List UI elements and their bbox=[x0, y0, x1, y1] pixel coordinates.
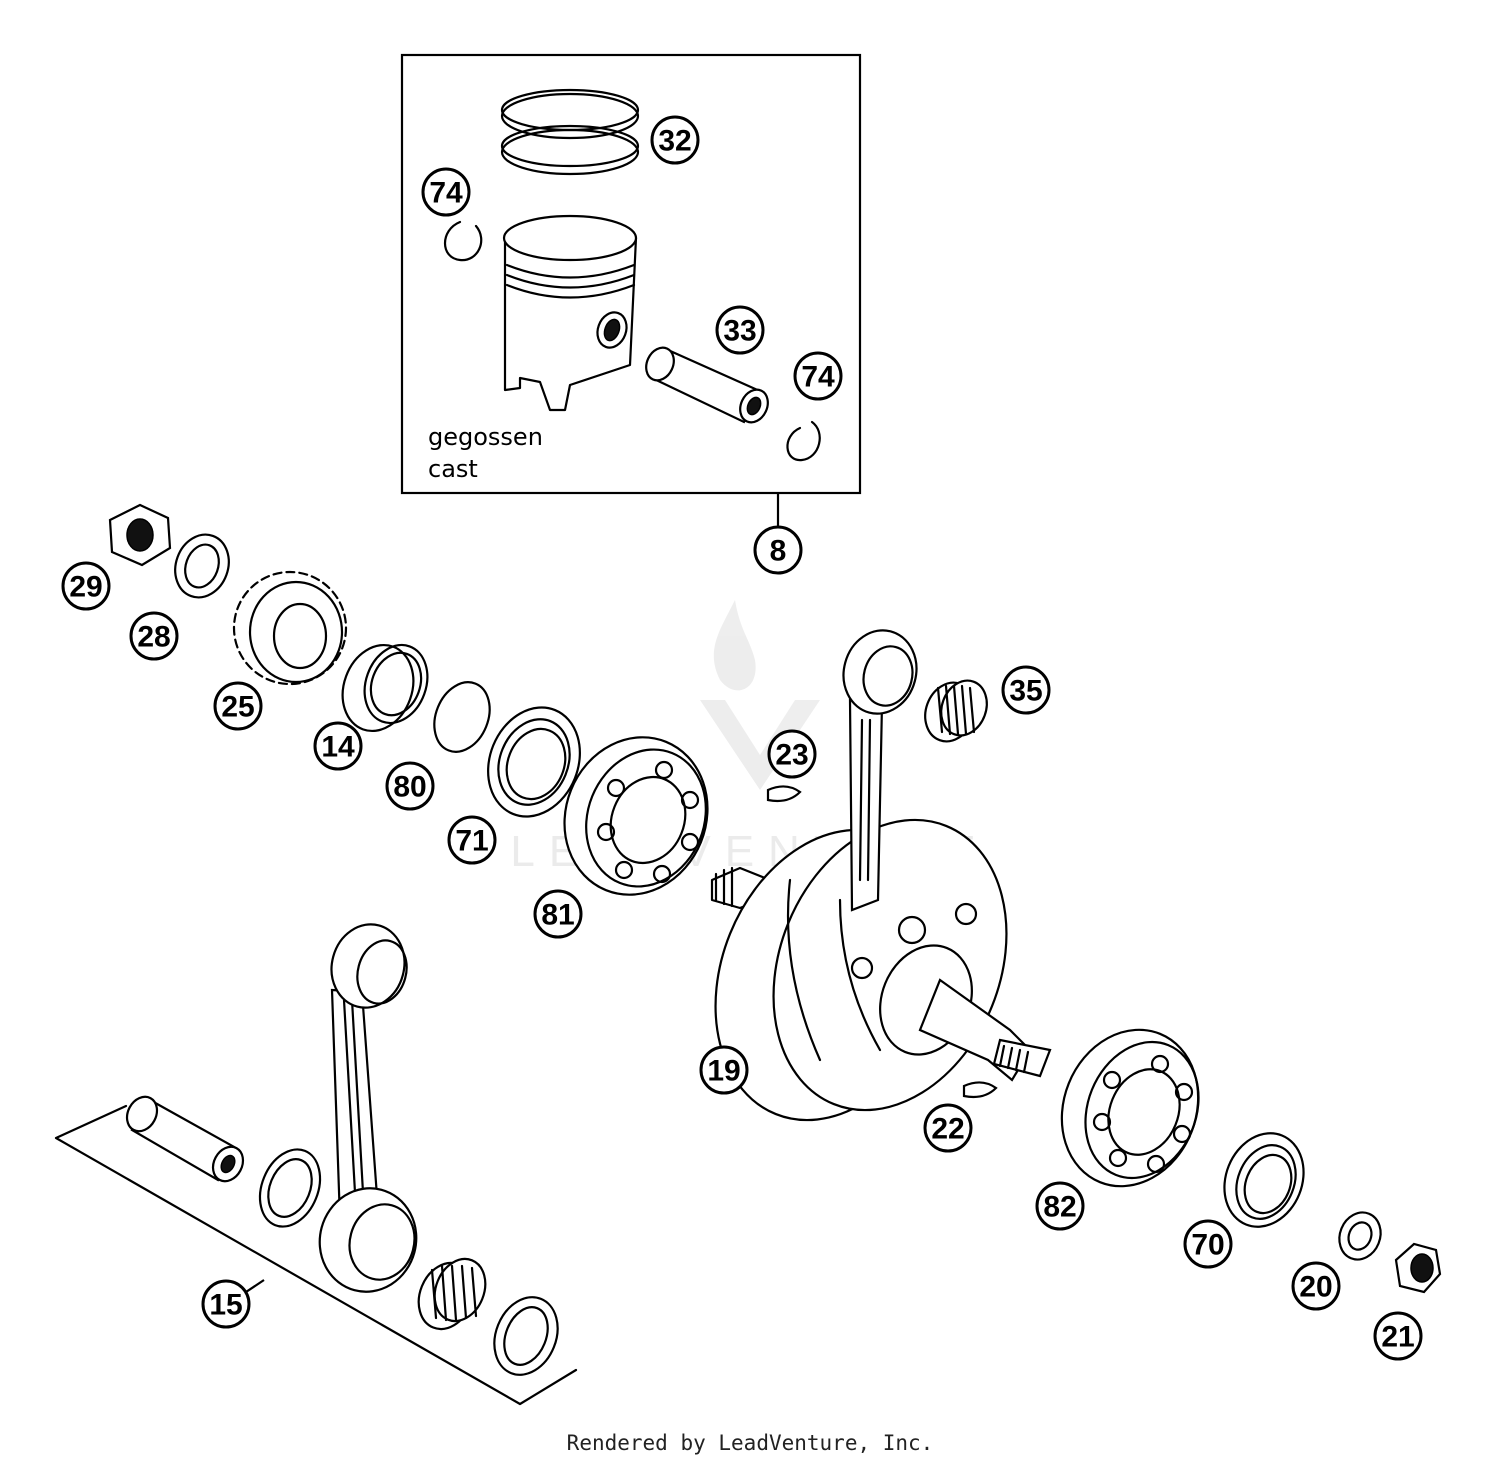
svg-text:14: 14 bbox=[321, 731, 355, 764]
piston-pin bbox=[645, 346, 769, 424]
washer-20 bbox=[1338, 1211, 1382, 1261]
callout-71[interactable]: 71 bbox=[447, 815, 497, 865]
o-ring-80 bbox=[433, 681, 491, 753]
callout-22[interactable]: 22 bbox=[923, 1103, 973, 1153]
piston-kit-box: gegossen cast bbox=[400, 53, 862, 528]
svg-text:33: 33 bbox=[723, 315, 756, 348]
ball-bearing-81 bbox=[563, 736, 709, 896]
svg-text:25: 25 bbox=[221, 691, 254, 724]
callout-14[interactable]: 14 bbox=[313, 721, 363, 771]
callout-80[interactable]: 80 bbox=[385, 761, 435, 811]
svg-text:22: 22 bbox=[931, 1113, 964, 1146]
callout-82[interactable]: 82 bbox=[1035, 1181, 1085, 1231]
svg-text:23: 23 bbox=[775, 739, 808, 772]
thrust-washer-kit-lower bbox=[493, 1296, 559, 1376]
callout-25[interactable]: 25 bbox=[213, 681, 263, 731]
svg-text:81: 81 bbox=[541, 899, 574, 932]
callout-29[interactable]: 29 bbox=[61, 561, 111, 611]
callout-21[interactable]: 21 bbox=[1373, 1311, 1423, 1361]
svg-text:15: 15 bbox=[209, 1289, 242, 1322]
callout-33[interactable]: 33 bbox=[715, 305, 765, 355]
circlip-right bbox=[786, 420, 821, 462]
svg-text:74: 74 bbox=[429, 177, 463, 210]
spacer-14 bbox=[341, 643, 429, 733]
callout-15[interactable]: 15 bbox=[201, 1279, 251, 1329]
crankshaft-19 bbox=[710, 818, 1052, 1122]
needle-bearing-35 bbox=[924, 679, 988, 743]
connecting-rod-on-crank bbox=[842, 629, 918, 912]
callout-70[interactable]: 70 bbox=[1183, 1219, 1233, 1269]
callout-74-right[interactable]: 74 bbox=[793, 351, 843, 401]
callout-81[interactable]: 81 bbox=[533, 889, 583, 939]
callout-23[interactable]: 23 bbox=[767, 729, 817, 779]
svg-text:32: 32 bbox=[658, 125, 691, 158]
nut-21 bbox=[1394, 1242, 1442, 1294]
ball-bearing-82 bbox=[1060, 1028, 1200, 1188]
woodruff-key-22 bbox=[962, 1081, 998, 1099]
callout-35[interactable]: 35 bbox=[1001, 665, 1051, 715]
svg-text:82: 82 bbox=[1043, 1191, 1076, 1224]
svg-text:80: 80 bbox=[393, 771, 426, 804]
connecting-rod-kit bbox=[318, 923, 418, 1293]
callout-32[interactable]: 32 bbox=[650, 115, 700, 165]
piston bbox=[502, 214, 638, 412]
shaft-seal-71 bbox=[487, 706, 581, 818]
svg-text:29: 29 bbox=[69, 571, 102, 604]
lock-washer-28 bbox=[174, 533, 230, 599]
nut-29 bbox=[108, 503, 172, 567]
callout-19[interactable]: 19 bbox=[699, 1045, 749, 1095]
piston-pin-kit bbox=[125, 1095, 245, 1183]
piston-rings bbox=[500, 88, 640, 176]
svg-text:19: 19 bbox=[707, 1055, 740, 1088]
svg-text:70: 70 bbox=[1191, 1229, 1224, 1262]
woodruff-key-23 bbox=[766, 785, 802, 803]
svg-text:74: 74 bbox=[801, 361, 835, 394]
shaft-seal-70 bbox=[1223, 1132, 1305, 1228]
callout-28[interactable]: 28 bbox=[129, 611, 179, 661]
kit-note-english: cast bbox=[428, 455, 478, 483]
svg-text:20: 20 bbox=[1299, 1271, 1332, 1304]
needle-bearing-kit bbox=[417, 1257, 487, 1331]
svg-text:71: 71 bbox=[455, 825, 488, 858]
callout-74-left[interactable]: 74 bbox=[421, 167, 471, 217]
kit-note-german: gegossen bbox=[428, 423, 543, 451]
svg-text:28: 28 bbox=[137, 621, 170, 654]
svg-text:35: 35 bbox=[1009, 675, 1042, 708]
callout-8[interactable]: 8 bbox=[753, 525, 803, 575]
render-credit: Rendered by LeadVenture, Inc. bbox=[567, 1431, 934, 1455]
callout-20[interactable]: 20 bbox=[1291, 1261, 1341, 1311]
svg-text:8: 8 bbox=[770, 535, 787, 568]
svg-text:21: 21 bbox=[1381, 1321, 1414, 1354]
thrust-washer-kit-upper bbox=[258, 1148, 322, 1228]
gear-25 bbox=[232, 570, 348, 686]
connecting-rod-kit-15 bbox=[54, 923, 578, 1406]
circlip-left bbox=[444, 220, 483, 262]
